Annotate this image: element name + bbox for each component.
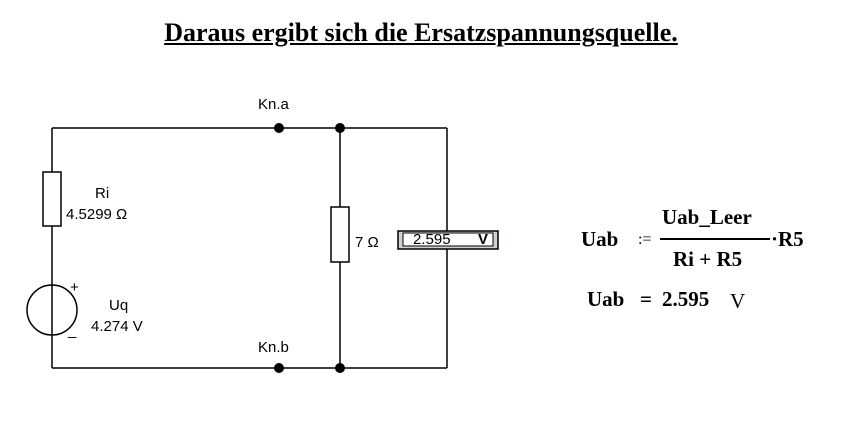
node-b-dot — [274, 363, 284, 373]
ri-value-label: 4.5299 Ω — [66, 206, 127, 223]
formula-lhs: Uab — [581, 227, 619, 251]
junction-bottom-dot — [335, 363, 345, 373]
formula-fraction-bar — [660, 238, 770, 240]
ri-resistor — [42, 171, 62, 227]
voltmeter: 2.595 V — [397, 230, 499, 250]
result-unit: V — [730, 289, 746, 313]
page-title: Daraus ergibt sich die Ersatzspannungsqu… — [164, 18, 678, 47]
node-a-label: Kn.a — [258, 96, 290, 113]
uq-value-label: 4.274 V — [91, 318, 143, 335]
formula-factor: ·R5 — [771, 227, 804, 251]
voltmeter-display — [402, 232, 494, 247]
ri-name-label: Ri — [95, 185, 109, 202]
voltmeter-unit: V — [478, 231, 488, 248]
source-minus-sign: _ — [67, 322, 77, 339]
junction-top-dot — [335, 123, 345, 133]
node-b-label: Kn.b — [258, 339, 289, 356]
result-equals: = — [640, 287, 652, 311]
r5-resistor — [330, 206, 350, 263]
node-a-dot — [274, 123, 284, 133]
result-lhs: Uab — [587, 287, 625, 311]
uq-name-label: Uq — [109, 297, 128, 314]
formula-numerator: Uab_Leer — [662, 205, 752, 229]
result-value: 2.595 — [662, 287, 710, 311]
formula-denominator: Ri + R5 — [673, 247, 743, 271]
voltmeter-reading: 2.595 — [413, 231, 451, 248]
source-plus-sign: + — [70, 279, 79, 296]
formula-assign: := — [638, 231, 652, 248]
circuit-wires — [51, 127, 448, 369]
r5-value-label: 7 Ω — [355, 234, 379, 251]
